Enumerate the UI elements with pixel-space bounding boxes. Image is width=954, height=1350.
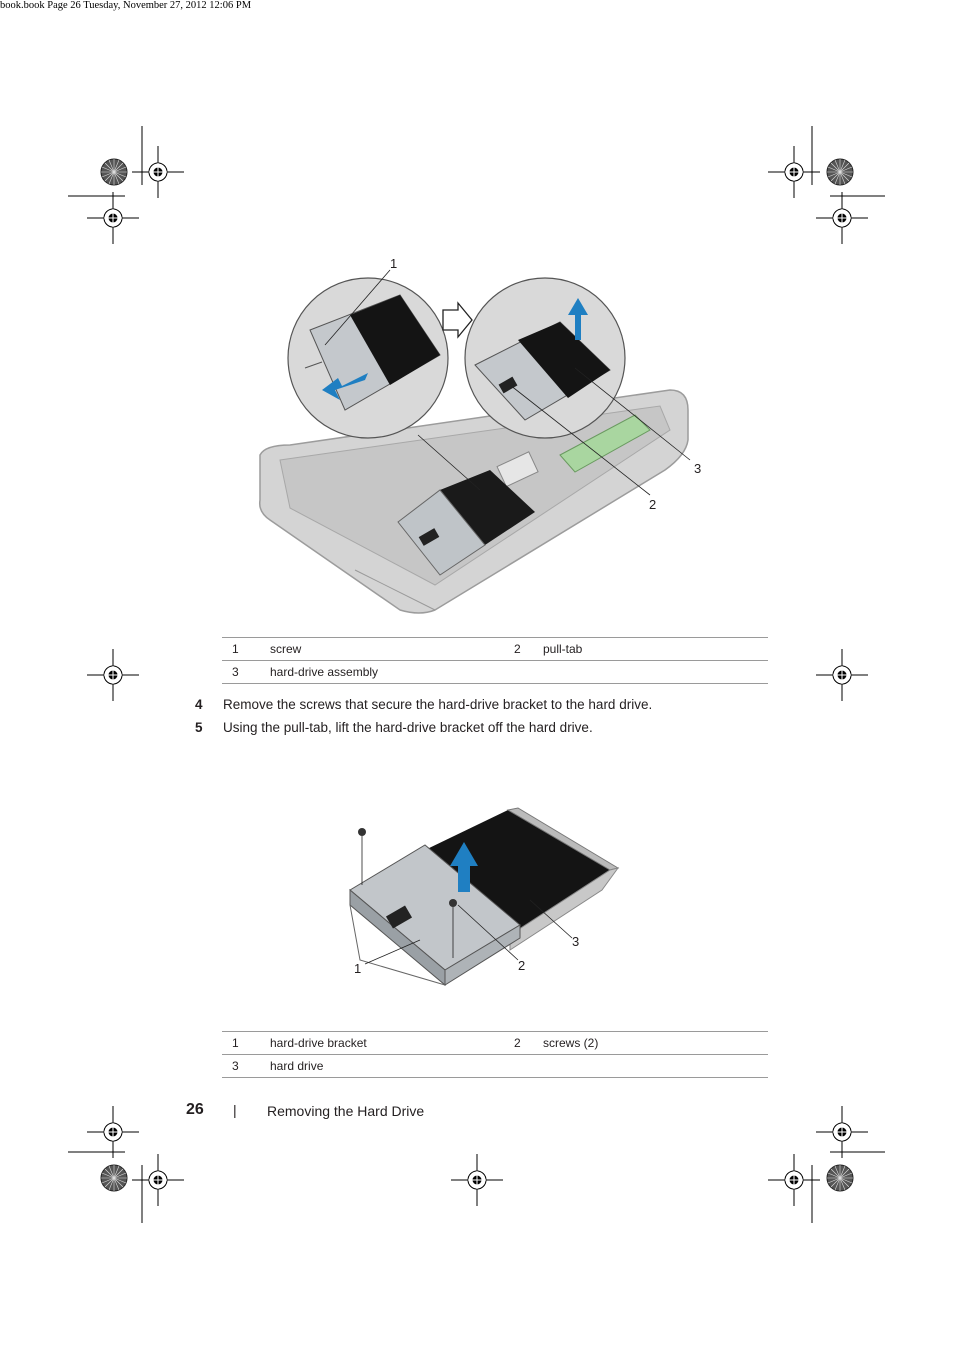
legend-number: 3 [232,665,239,679]
step-number: 4 [195,697,203,712]
legend-number: 3 [232,1059,239,1073]
table-row: 3 hard drive [222,1055,768,1078]
legend-number [514,1055,543,1078]
legend-table-2: 1 hard-drive bracket 2 screws (2) 3 hard… [222,1031,768,1078]
legend-table-1: 1 screw 2 pull-tab 3 hard-drive assembly [222,637,768,684]
callout-1: 1 [390,256,398,271]
legend-label: screw [270,642,302,656]
section-title: Removing the Hard Drive [267,1103,425,1119]
step-item: 4 Remove the screws that secure the hard… [195,697,755,720]
laptop-base-illustration [258,269,691,614]
legend-label [543,1055,768,1078]
legend-number: 2 [514,1036,521,1050]
callout-3: 3 [572,934,580,949]
legend-label: pull-tab [543,642,583,656]
table-row: 3 hard-drive assembly [222,661,768,684]
footer-separator: | [233,1102,237,1118]
legend-number [514,661,543,684]
step-item: 5 Using the pull-tab, lift the hard-driv… [195,720,755,743]
table-row: 1 screw 2 pull-tab [222,637,768,661]
step-text: Using the pull-tab, lift the hard-drive … [223,720,593,735]
legend-label: screws (2) [543,1036,599,1050]
legend-number: 1 [232,1036,239,1050]
legend-label: hard-drive bracket [270,1036,367,1050]
procedure-steps: 4 Remove the screws that secure the hard… [195,697,755,743]
step-number: 5 [195,720,203,735]
figure-hard-drive-bracket: 1 2 3 [340,800,630,990]
callout-2: 2 [518,958,526,973]
legend-number: 2 [514,642,521,656]
legend-label: hard drive [270,1059,324,1073]
step-text: Remove the screws that secure the hard-d… [223,697,653,712]
legend-number: 1 [232,642,239,656]
callout-3: 3 [694,461,702,476]
legend-label: hard-drive assembly [270,665,379,679]
callout-2: 2 [649,497,657,512]
figure-laptop-base: 1 2 3 [250,250,720,620]
hard-drive-bracket-illustration [349,807,620,987]
legend-label [543,661,768,684]
callout-1: 1 [354,961,362,976]
print-header: book.book Page 26 Tuesday, November 27, … [0,0,252,11]
page-number: 26 [186,1101,204,1118]
table-row: 1 hard-drive bracket 2 screws (2) [222,1031,768,1055]
